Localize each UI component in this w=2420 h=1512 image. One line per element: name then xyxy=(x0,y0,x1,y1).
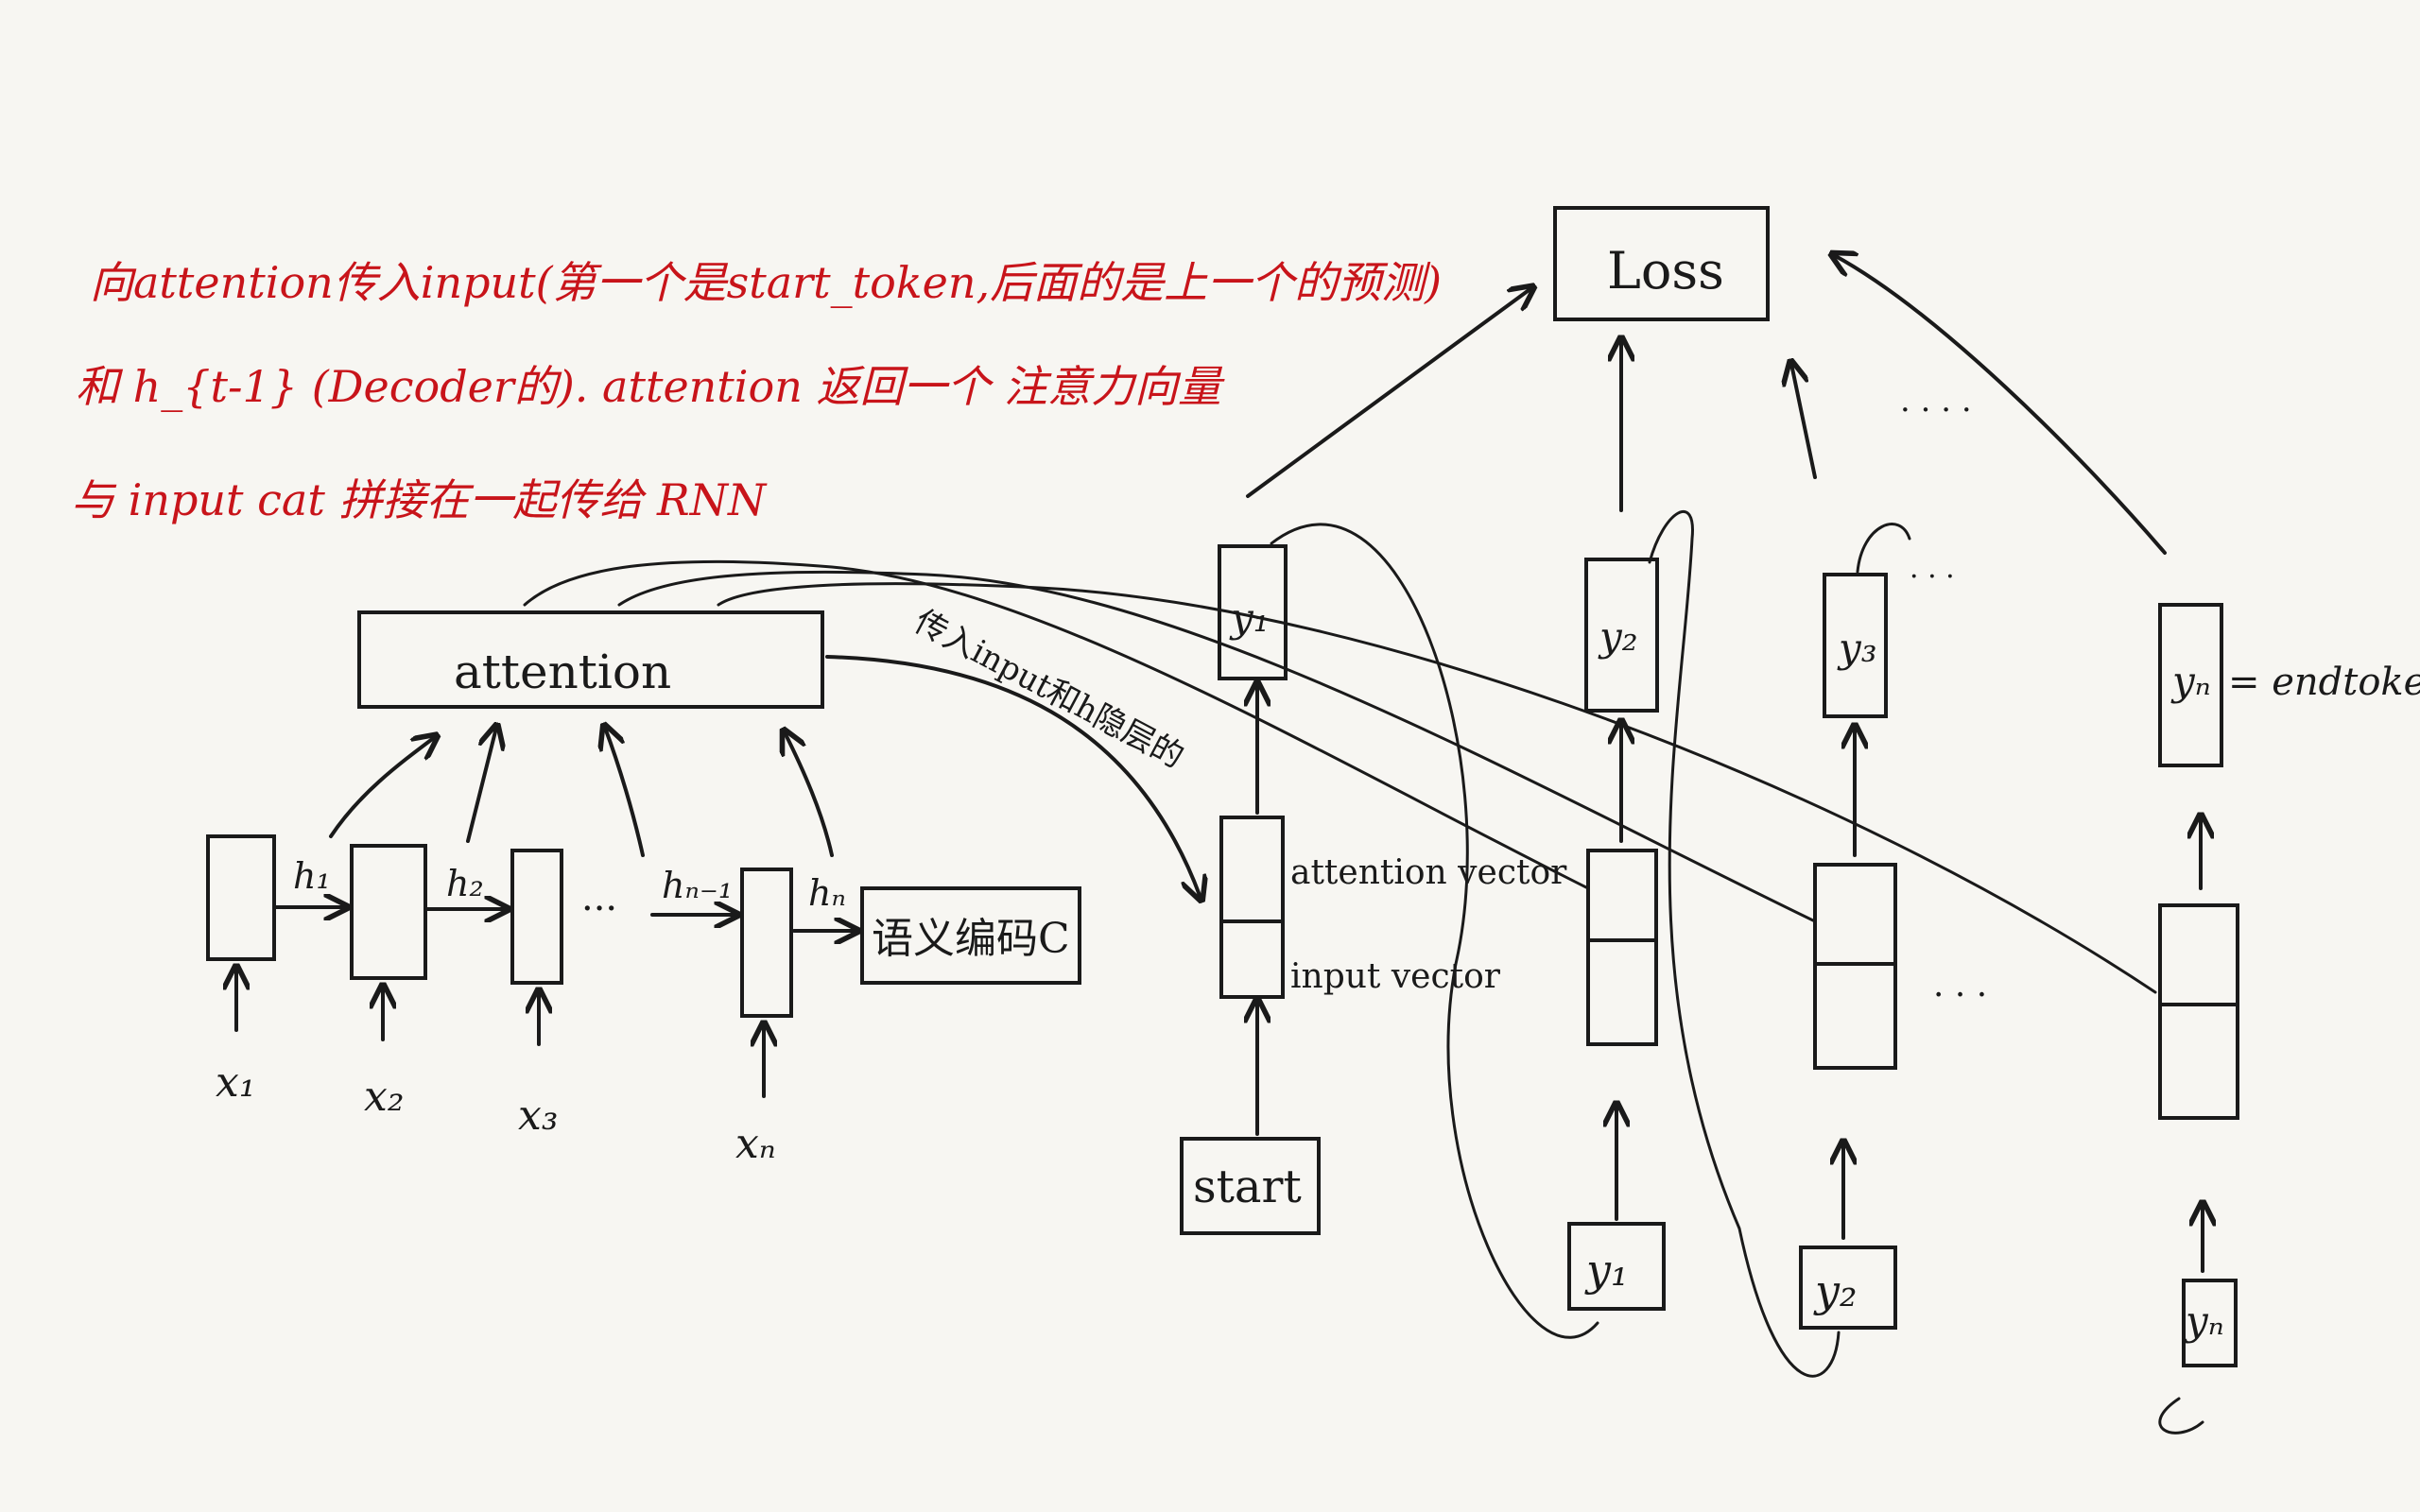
encoder-cell-2 xyxy=(350,844,427,980)
h2-label: h₂ xyxy=(446,863,484,904)
xn-label: xₙ xyxy=(735,1120,776,1168)
semantic-code-box xyxy=(860,886,1081,985)
h1-label: h₁ xyxy=(293,855,331,897)
x1-label: x₁ xyxy=(216,1058,255,1107)
hn-label: hₙ xyxy=(808,872,846,914)
y1-output-label: y₁ xyxy=(1229,594,1270,641)
attention-box xyxy=(357,610,824,709)
note-line-2: 和 h_{t-1} (Decoder的). attention 返回一个 注意力… xyxy=(76,361,1225,412)
yn-output-box xyxy=(2158,603,2223,767)
y1-output-box xyxy=(1218,544,1288,680)
y3-output-label: y₃ xyxy=(1837,625,1877,671)
decoder-cell-n xyxy=(2158,903,2239,1120)
input-yn-label: yₙ xyxy=(2184,1297,2224,1344)
encoder-cell-n xyxy=(740,868,793,1018)
y2-output-box xyxy=(1584,558,1659,713)
attention-vector-label: attention vector xyxy=(1290,853,1567,892)
input-vector-label: input vector xyxy=(1290,957,1501,996)
dots-decoder-middle: · · · xyxy=(1933,976,1987,1015)
y3-output-box xyxy=(1823,573,1888,718)
start-box xyxy=(1180,1137,1321,1235)
x3-label: x₃ xyxy=(518,1091,558,1140)
attention-label: attention xyxy=(454,644,671,699)
encoder-dots: ··· xyxy=(581,887,617,931)
dots-decoder-top: · · · · xyxy=(1900,391,1972,429)
decoder-cell-3 xyxy=(1813,863,1897,1070)
encoder-cell-1 xyxy=(206,834,276,961)
loss-label: Loss xyxy=(1607,241,1724,301)
end-token-label: = endtoken xyxy=(2228,661,2420,704)
semantic-code-label: 语义编码C xyxy=(872,915,1070,963)
encoder-cell-3 xyxy=(510,849,563,985)
dots-right-top: · · · xyxy=(1910,560,1955,593)
input-yn-box xyxy=(2182,1279,2238,1367)
loss-box xyxy=(1553,206,1770,321)
attention-arrow-label: 传入input和h隐层的 xyxy=(908,603,1190,777)
x2-label: x₂ xyxy=(364,1073,404,1121)
start-label: start xyxy=(1193,1160,1302,1213)
input-y1-box xyxy=(1567,1222,1666,1311)
note-line-3: 与 input cat 拼接在一起传给 RNN xyxy=(71,474,768,525)
hn1-label: hₙ₋₁ xyxy=(662,865,733,906)
input-y1-label: y₁ xyxy=(1584,1245,1628,1296)
y2-output-label: y₂ xyxy=(1598,613,1638,660)
yn-output-label: yₙ xyxy=(2170,658,2211,704)
note-line-1: 向attention传入input(第一个是start_token,后面的是上一… xyxy=(90,257,1442,308)
input-y2-box xyxy=(1799,1246,1897,1330)
decoder-cell-1 xyxy=(1219,816,1285,999)
decoder-cell-2 xyxy=(1586,849,1658,1046)
input-y2-label: y₂ xyxy=(1813,1265,1857,1316)
